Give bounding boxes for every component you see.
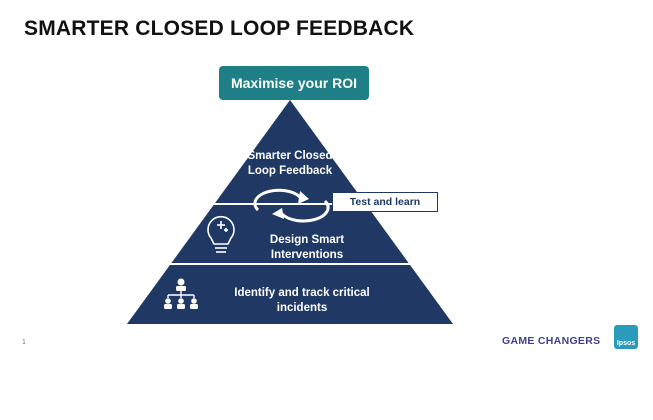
roi-label: Maximise your ROI xyxy=(230,75,358,91)
tier-top-line2: Loop Feedback xyxy=(247,165,333,177)
cycle-arrows-icon xyxy=(253,188,330,223)
tier-middle-line1: Design Smart xyxy=(269,234,345,246)
tier-bottom-label: Identify and track critical incidents xyxy=(212,286,392,316)
ipsos-logo-text: Ipsos xyxy=(616,340,636,347)
tier-bottom-line1: Identify and track critical xyxy=(234,287,370,299)
slide-title: SMARTER CLOSED LOOP FEEDBACK xyxy=(24,17,415,40)
test-and-learn-label: Test and learn xyxy=(349,196,421,208)
pyramid-shape xyxy=(127,100,453,324)
lightbulb-icon xyxy=(207,215,235,253)
ipsos-logo: Ipsos xyxy=(614,325,638,349)
tier-top-line1: Smarter Closed xyxy=(247,150,333,162)
page-number: 1 xyxy=(22,339,26,346)
hierarchy-icon xyxy=(164,278,198,309)
roi-box: Maximise your ROI xyxy=(219,66,369,100)
brand-game-changers: GAME CHANGERS xyxy=(502,335,601,347)
tier-middle-label: Design Smart Interventions xyxy=(232,233,382,263)
tier-middle-line2: Interventions xyxy=(270,249,344,261)
test-and-learn-callout: Test and learn xyxy=(332,192,438,212)
tier-top-label: Smarter Closed Loop Feedback xyxy=(230,149,350,179)
tier-bottom-line2: incidents xyxy=(276,302,328,314)
